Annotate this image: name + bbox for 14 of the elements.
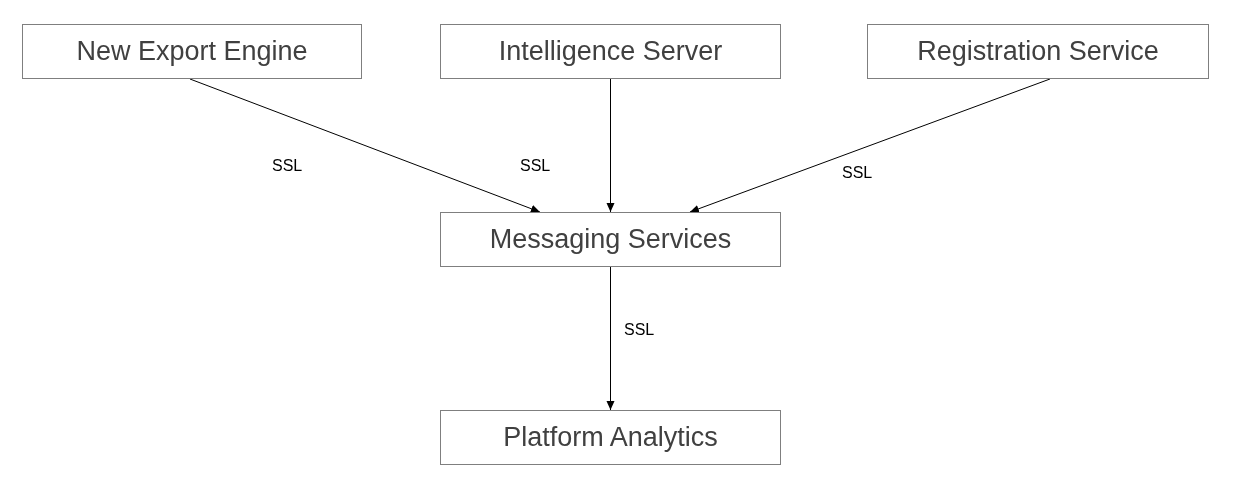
arrow [606, 266, 615, 411]
box-label: Messaging Services [489, 223, 732, 257]
box-label: New Export Engine [76, 35, 308, 69]
arrow [189, 78, 541, 213]
box-label: Platform Analytics [503, 421, 718, 455]
box-label: Registration Service [917, 35, 1159, 69]
process-box [440, 212, 781, 267]
arrow [689, 78, 1051, 213]
box-label: Intelligence Server [498, 35, 723, 69]
arrow [606, 78, 615, 213]
process-box [867, 24, 1209, 79]
process-box [440, 24, 781, 79]
process-box [22, 24, 362, 79]
process-box [440, 410, 781, 465]
